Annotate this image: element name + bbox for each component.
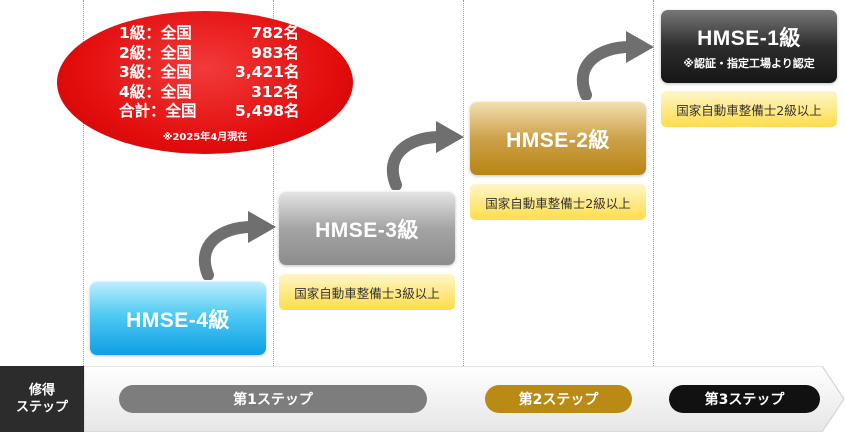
level-box-hmse2: HMSE-2級 <box>470 102 646 175</box>
curved-arrow-icon <box>386 121 464 190</box>
holder-count-bubble: 1級：全国 782名 2級：全国 983名 3級：全国 3,421名 4級：全国… <box>57 11 353 154</box>
level-title: HMSE-1級 <box>697 27 801 50</box>
column-divider-3 <box>463 0 464 366</box>
level-box-hmse1: HMSE-1級 ※認証・指定工場より認定 <box>661 10 837 83</box>
step-2-pill: 第2ステップ <box>485 385 632 413</box>
holder-count-list: 1級：全国 782名 2級：全国 983名 3級：全国 3,421名 4級：全国… <box>119 24 300 122</box>
step-band <box>84 366 845 432</box>
column-divider-1 <box>83 0 84 366</box>
level-box-hmse4: HMSE-4級 <box>90 282 266 355</box>
level-box-hmse3: HMSE-3級 <box>279 192 455 265</box>
level-title: HMSE-4級 <box>126 308 230 332</box>
requirement-badge-hmse1: 国家自動車整備士2級以上 <box>661 91 837 127</box>
holder-count-row-lv4: 4級：全国 312名 <box>119 82 299 101</box>
holder-count-row-lv2: 2級：全国 983名 <box>119 43 299 62</box>
level-title: HMSE-2級 <box>506 128 610 152</box>
holder-count-row-total: 合計：全国 5,498名 <box>119 102 300 120</box>
level-note: ※認証・指定工場より認定 <box>683 58 815 70</box>
level-title: HMSE-3級 <box>315 218 419 242</box>
step-1-pill: 第1ステップ <box>119 385 427 413</box>
acquisition-step-label: 修得 ステップ <box>0 366 84 432</box>
step-3-pill: 第3ステップ <box>669 385 820 413</box>
holder-count-row-lv3: 3級：全国 3,421名 <box>119 63 300 81</box>
requirement-badge-hmse2: 国家自動車整備士2級以上 <box>470 184 646 220</box>
column-divider-4 <box>653 0 654 366</box>
curved-arrow-icon <box>576 31 654 100</box>
column-divider-2 <box>273 0 274 366</box>
holder-count-row-lv1: 1級：全国 782名 <box>119 24 299 42</box>
requirement-badge-hmse3: 国家自動車整備士3級以上 <box>279 274 455 310</box>
curved-arrow-icon <box>198 211 276 280</box>
as-of-note: ※2025年4月現在 <box>162 132 248 143</box>
